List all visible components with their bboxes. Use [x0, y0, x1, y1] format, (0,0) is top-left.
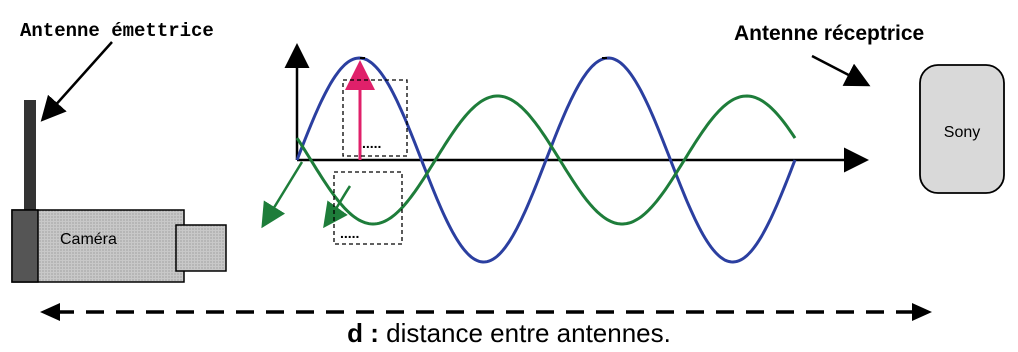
upper-dots: .....: [362, 135, 381, 151]
camera-grip: [11, 209, 39, 283]
emitter-pointer: [40, 41, 113, 122]
emitter-label: Antenne émettrice: [20, 20, 214, 42]
receiver-device-label: Sony: [944, 124, 980, 141]
emitter-antenna: [24, 100, 36, 220]
distance-arrowhead-right: [912, 303, 932, 321]
distance-arrowhead-left: [40, 303, 60, 321]
receiver-device: [919, 64, 1005, 194]
distance-caption: d : distance entre antennes.: [347, 318, 671, 348]
receiver-label: Antenne réceptrice: [734, 22, 924, 45]
blue-wave: [295, 56, 797, 264]
camera-body: [11, 209, 185, 283]
green-wave: [295, 94, 797, 226]
camera-lens: [175, 224, 227, 272]
receiver-pointer: [811, 54, 871, 87]
camera-label: Caméra: [60, 231, 117, 248]
distance-text: distance entre antennes.: [379, 318, 671, 348]
green-wave-inner-arrow: [323, 185, 352, 229]
upper-dashed-box: [342, 79, 408, 157]
distance-prefix: d :: [347, 318, 379, 348]
lower-dots: .....: [340, 225, 359, 241]
green-wave-tail: [261, 161, 304, 229]
